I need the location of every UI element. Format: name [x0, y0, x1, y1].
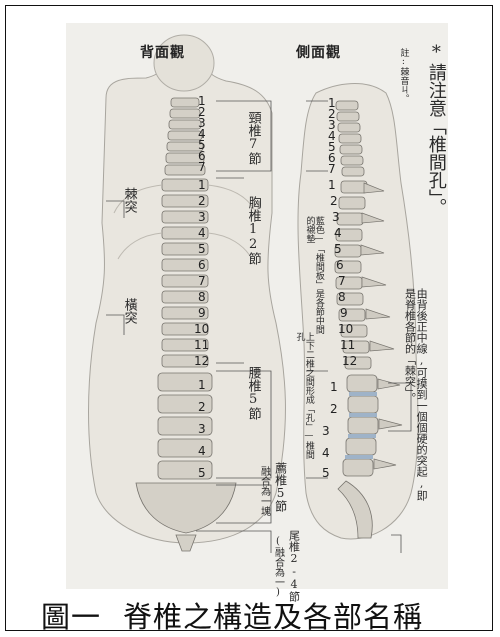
side-lumbar-4: 4: [322, 446, 330, 460]
side-thoracic-12: 12: [342, 354, 357, 368]
side-thoracic-1: 1: [328, 178, 336, 192]
side-view-header: 側面觀: [296, 42, 341, 62]
back-cervical-7: 7: [198, 160, 206, 174]
label-lumbar: 腰椎5節: [246, 366, 260, 420]
back-thoracic-3: 3: [198, 210, 206, 224]
side-thoracic-8: 8: [338, 290, 346, 304]
back-thoracic-10: 10: [194, 322, 209, 336]
back-lumbar-5: 5: [198, 466, 206, 480]
back-thoracic-2: 2: [198, 194, 206, 208]
side-thoracic-9: 9: [340, 306, 348, 320]
label-transverse-process: 橫突: [122, 298, 136, 324]
label-coccyx-note: (融合為一): [272, 536, 283, 598]
back-thoracic-8: 8: [198, 290, 206, 304]
side-thoracic-2: 2: [330, 194, 338, 208]
label-sacrum: 薦椎5節: [274, 462, 287, 512]
caption-title: 脊椎之構造及各部名稱: [123, 600, 423, 634]
back-thoracic-4: 4: [198, 226, 206, 240]
back-thoracic-12: 12: [194, 354, 209, 368]
label-thoracic: 胸椎12節: [246, 196, 260, 265]
figure-frame: 背面觀 側面觀 1 2 3 4 5 6 7 1 2 3 4 5 6 7 8 9 …: [5, 5, 493, 631]
side-lumbar-3: 3: [322, 424, 330, 438]
figure-caption: 圖一脊椎之構造及各部名稱: [41, 594, 423, 636]
label-attention-note: *請注意「椎間孔」。: [426, 42, 445, 242]
side-thoracic-7: 7: [338, 274, 346, 288]
label-coccyx: 尾椎2-4節: [288, 530, 300, 602]
back-lumbar-2: 2: [198, 400, 206, 414]
back-view-header: 背面觀: [140, 42, 185, 62]
back-thoracic-5: 5: [198, 242, 206, 256]
back-lumbar-1: 1: [198, 378, 206, 392]
side-thoracic-10: 10: [338, 322, 353, 336]
back-thoracic-1: 1: [198, 178, 206, 192]
side-lumbar-5: 5: [322, 466, 330, 480]
label-sacrum-note: 融合為一塊: [258, 466, 269, 516]
back-lumbar-3: 3: [198, 422, 206, 436]
side-cervical-7: 7: [328, 162, 336, 176]
side-lumbar-2: 2: [330, 402, 338, 416]
side-thoracic-5: 5: [334, 242, 342, 256]
caption-figure-number: 圖一: [41, 600, 101, 634]
side-thoracic-4: 4: [334, 226, 342, 240]
back-lumbar-4: 4: [198, 444, 206, 458]
label-margin-note: 註:棘音ㄐ。: [398, 48, 407, 103]
side-thoracic-6: 6: [336, 258, 344, 272]
back-thoracic-9: 9: [198, 306, 206, 320]
label-cervical: 頸椎7節: [246, 111, 260, 165]
side-lumbar-1: 1: [330, 380, 338, 394]
back-thoracic-7: 7: [198, 274, 206, 288]
back-thoracic-6: 6: [198, 258, 206, 272]
label-right-note: 由背後正中線,可摸到一個個硬的突起,即是脊椎各節的「棘突」。: [404, 288, 427, 508]
back-thoracic-11: 11: [194, 338, 209, 352]
label-disc-note: 藍色—「椎間板」是各節中間的襯墊: [304, 216, 323, 336]
side-thoracic-11: 11: [340, 338, 355, 352]
label-spinous-process: 棘突: [122, 187, 136, 213]
side-thoracic-3: 3: [332, 210, 340, 224]
label-foramen-note: 上下二椎之間形成「孔」—椎間孔: [294, 332, 313, 462]
